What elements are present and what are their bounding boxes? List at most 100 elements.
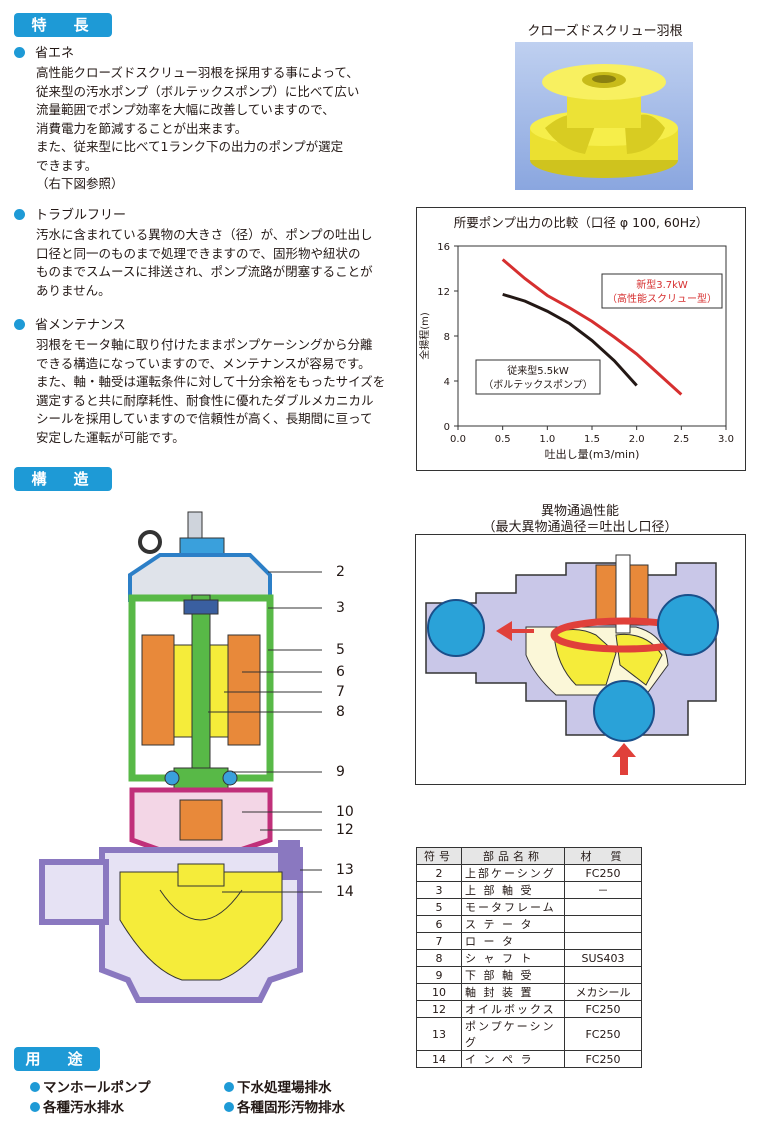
table-header: 符号 xyxy=(416,847,462,865)
x-tick-label: 0.5 xyxy=(495,434,511,445)
table-cell: 上部ケーシング xyxy=(461,864,565,882)
callout-5: 5 xyxy=(336,642,345,658)
y-tick-label: 8 xyxy=(444,332,450,343)
table-cell: 10 xyxy=(416,983,462,1001)
x-tick-label: 0.0 xyxy=(450,434,466,445)
table-cell xyxy=(564,932,642,950)
use-item: マンホールポンプ xyxy=(30,1076,151,1096)
table-cell: ポンプケーシング xyxy=(461,1017,565,1051)
feature-body-maintenance: 羽根をモータ軸に取り付けたままポンプケーシングから分離 できる構造になっています… xyxy=(36,337,386,445)
bullet-dot-icon xyxy=(224,1102,234,1112)
callout-2: 2 xyxy=(336,564,345,580)
callout-3: 3 xyxy=(336,600,345,616)
table-cell: 軸 封 装 置 xyxy=(461,983,565,1001)
feature-body-troublefree: 汚水に含まれている異物の大きさ（径）が、ポンプの吐出し 口径と同一のものまで処理… xyxy=(36,227,373,298)
passage-figure xyxy=(415,534,746,785)
use-item: 下水処理場排水 xyxy=(224,1076,332,1096)
table-cell: FC250 xyxy=(564,1000,642,1018)
table-cell: 9 xyxy=(416,966,462,984)
upper-casing xyxy=(128,553,272,602)
pump-cross-section xyxy=(39,511,322,1003)
series-label-box-1 xyxy=(475,359,601,395)
series-label-box-0 xyxy=(601,273,723,309)
feature-title-troublefree: トラブルフリー xyxy=(14,206,126,225)
feature-title-maintenance: 省メンテナンス xyxy=(14,316,126,335)
bullet-dot-icon xyxy=(14,47,25,58)
section-header-uses: 用 途 xyxy=(14,1047,100,1071)
series-line-1 xyxy=(502,292,638,387)
table-cell xyxy=(564,915,642,933)
series-line-0 xyxy=(501,258,683,396)
callout-8: 8 xyxy=(336,704,345,720)
series-label-0: （高性能スクリュー型） xyxy=(607,292,717,305)
passage-title-1: 異物通過性能 xyxy=(540,504,619,519)
table-cell: ロ ー タ xyxy=(461,932,565,950)
chart-title: 所要ポンプ出力の比較（口径 φ 100, 60Hz） xyxy=(453,215,709,230)
table-cell: 13 xyxy=(416,1017,462,1051)
callout-7: 7 xyxy=(336,684,345,700)
passage-title-2: （最大異物通過径＝吐出し口径） xyxy=(482,520,678,535)
table-header: 部品名称 xyxy=(461,847,565,865)
feature-body-energy: 高性能クローズドスクリュー羽根を採用する事によって、 従来型の汚水ポンプ（ボルテ… xyxy=(36,65,360,191)
series-label-1: 従来型5.5kW xyxy=(507,364,569,377)
table-cell: モータフレーム xyxy=(461,898,565,916)
table-cell: 下 部 軸 受 xyxy=(461,966,565,984)
section-header-structure: 構 造 xyxy=(14,467,112,491)
y-tick-label: 0 xyxy=(444,422,450,433)
impeller xyxy=(119,871,283,981)
table-cell: 上 部 軸 受 xyxy=(461,881,565,899)
callout-12: 12 xyxy=(336,822,354,838)
impeller-photo xyxy=(515,42,693,190)
callout-9: 9 xyxy=(336,764,345,780)
arrow-up-icon xyxy=(612,743,636,775)
table-cell: FC250 xyxy=(564,864,642,882)
x-tick-label: 1.0 xyxy=(539,434,555,445)
x-tick-label: 3.0 xyxy=(718,434,734,445)
callout-10: 10 xyxy=(336,804,354,820)
table-header: 材 質 xyxy=(564,847,642,865)
bullet-dot-icon xyxy=(14,319,25,330)
table-cell xyxy=(564,966,642,984)
feature-title-text: 省メンテナンス xyxy=(35,318,126,333)
table-cell: － xyxy=(564,881,642,899)
arrow-left-icon xyxy=(496,621,534,641)
table-cell: FC250 xyxy=(564,1050,642,1068)
impeller-caption: クローズドスクリュー羽根 xyxy=(527,24,683,39)
table-cell: シ ャ フ ト xyxy=(461,949,565,967)
section-header-features: 特 長 xyxy=(14,13,112,37)
table-cell: メカシール xyxy=(564,983,642,1001)
table-cell: 8 xyxy=(416,949,462,967)
table-cell: 2 xyxy=(416,864,462,882)
table-cell: 14 xyxy=(416,1050,462,1068)
callout-14: 14 xyxy=(336,884,354,900)
series-label-1: （ボルテックスポンプ） xyxy=(483,379,592,391)
x-tick-label: 2.5 xyxy=(673,434,689,445)
bullet-dot-icon xyxy=(224,1082,234,1092)
bullet-dot-icon xyxy=(30,1102,40,1112)
series-label-0: 新型3.7kW xyxy=(636,278,688,291)
table-cell: イ ン ペ ラ xyxy=(461,1050,565,1068)
y-tick-label: 16 xyxy=(437,242,450,253)
table-cell: ス テ ー タ xyxy=(461,915,565,933)
x-tick-label: 1.5 xyxy=(584,434,600,445)
feature-title-text: トラブルフリー xyxy=(35,208,127,223)
table-cell: オイルボックス xyxy=(461,1000,565,1018)
callout-6: 6 xyxy=(336,664,345,680)
y-tick-label: 4 xyxy=(444,377,450,388)
bullet-dot-icon xyxy=(30,1082,40,1092)
table-cell: 7 xyxy=(416,932,462,950)
x-axis-label: 吐出し量(m3/min) xyxy=(545,447,640,461)
